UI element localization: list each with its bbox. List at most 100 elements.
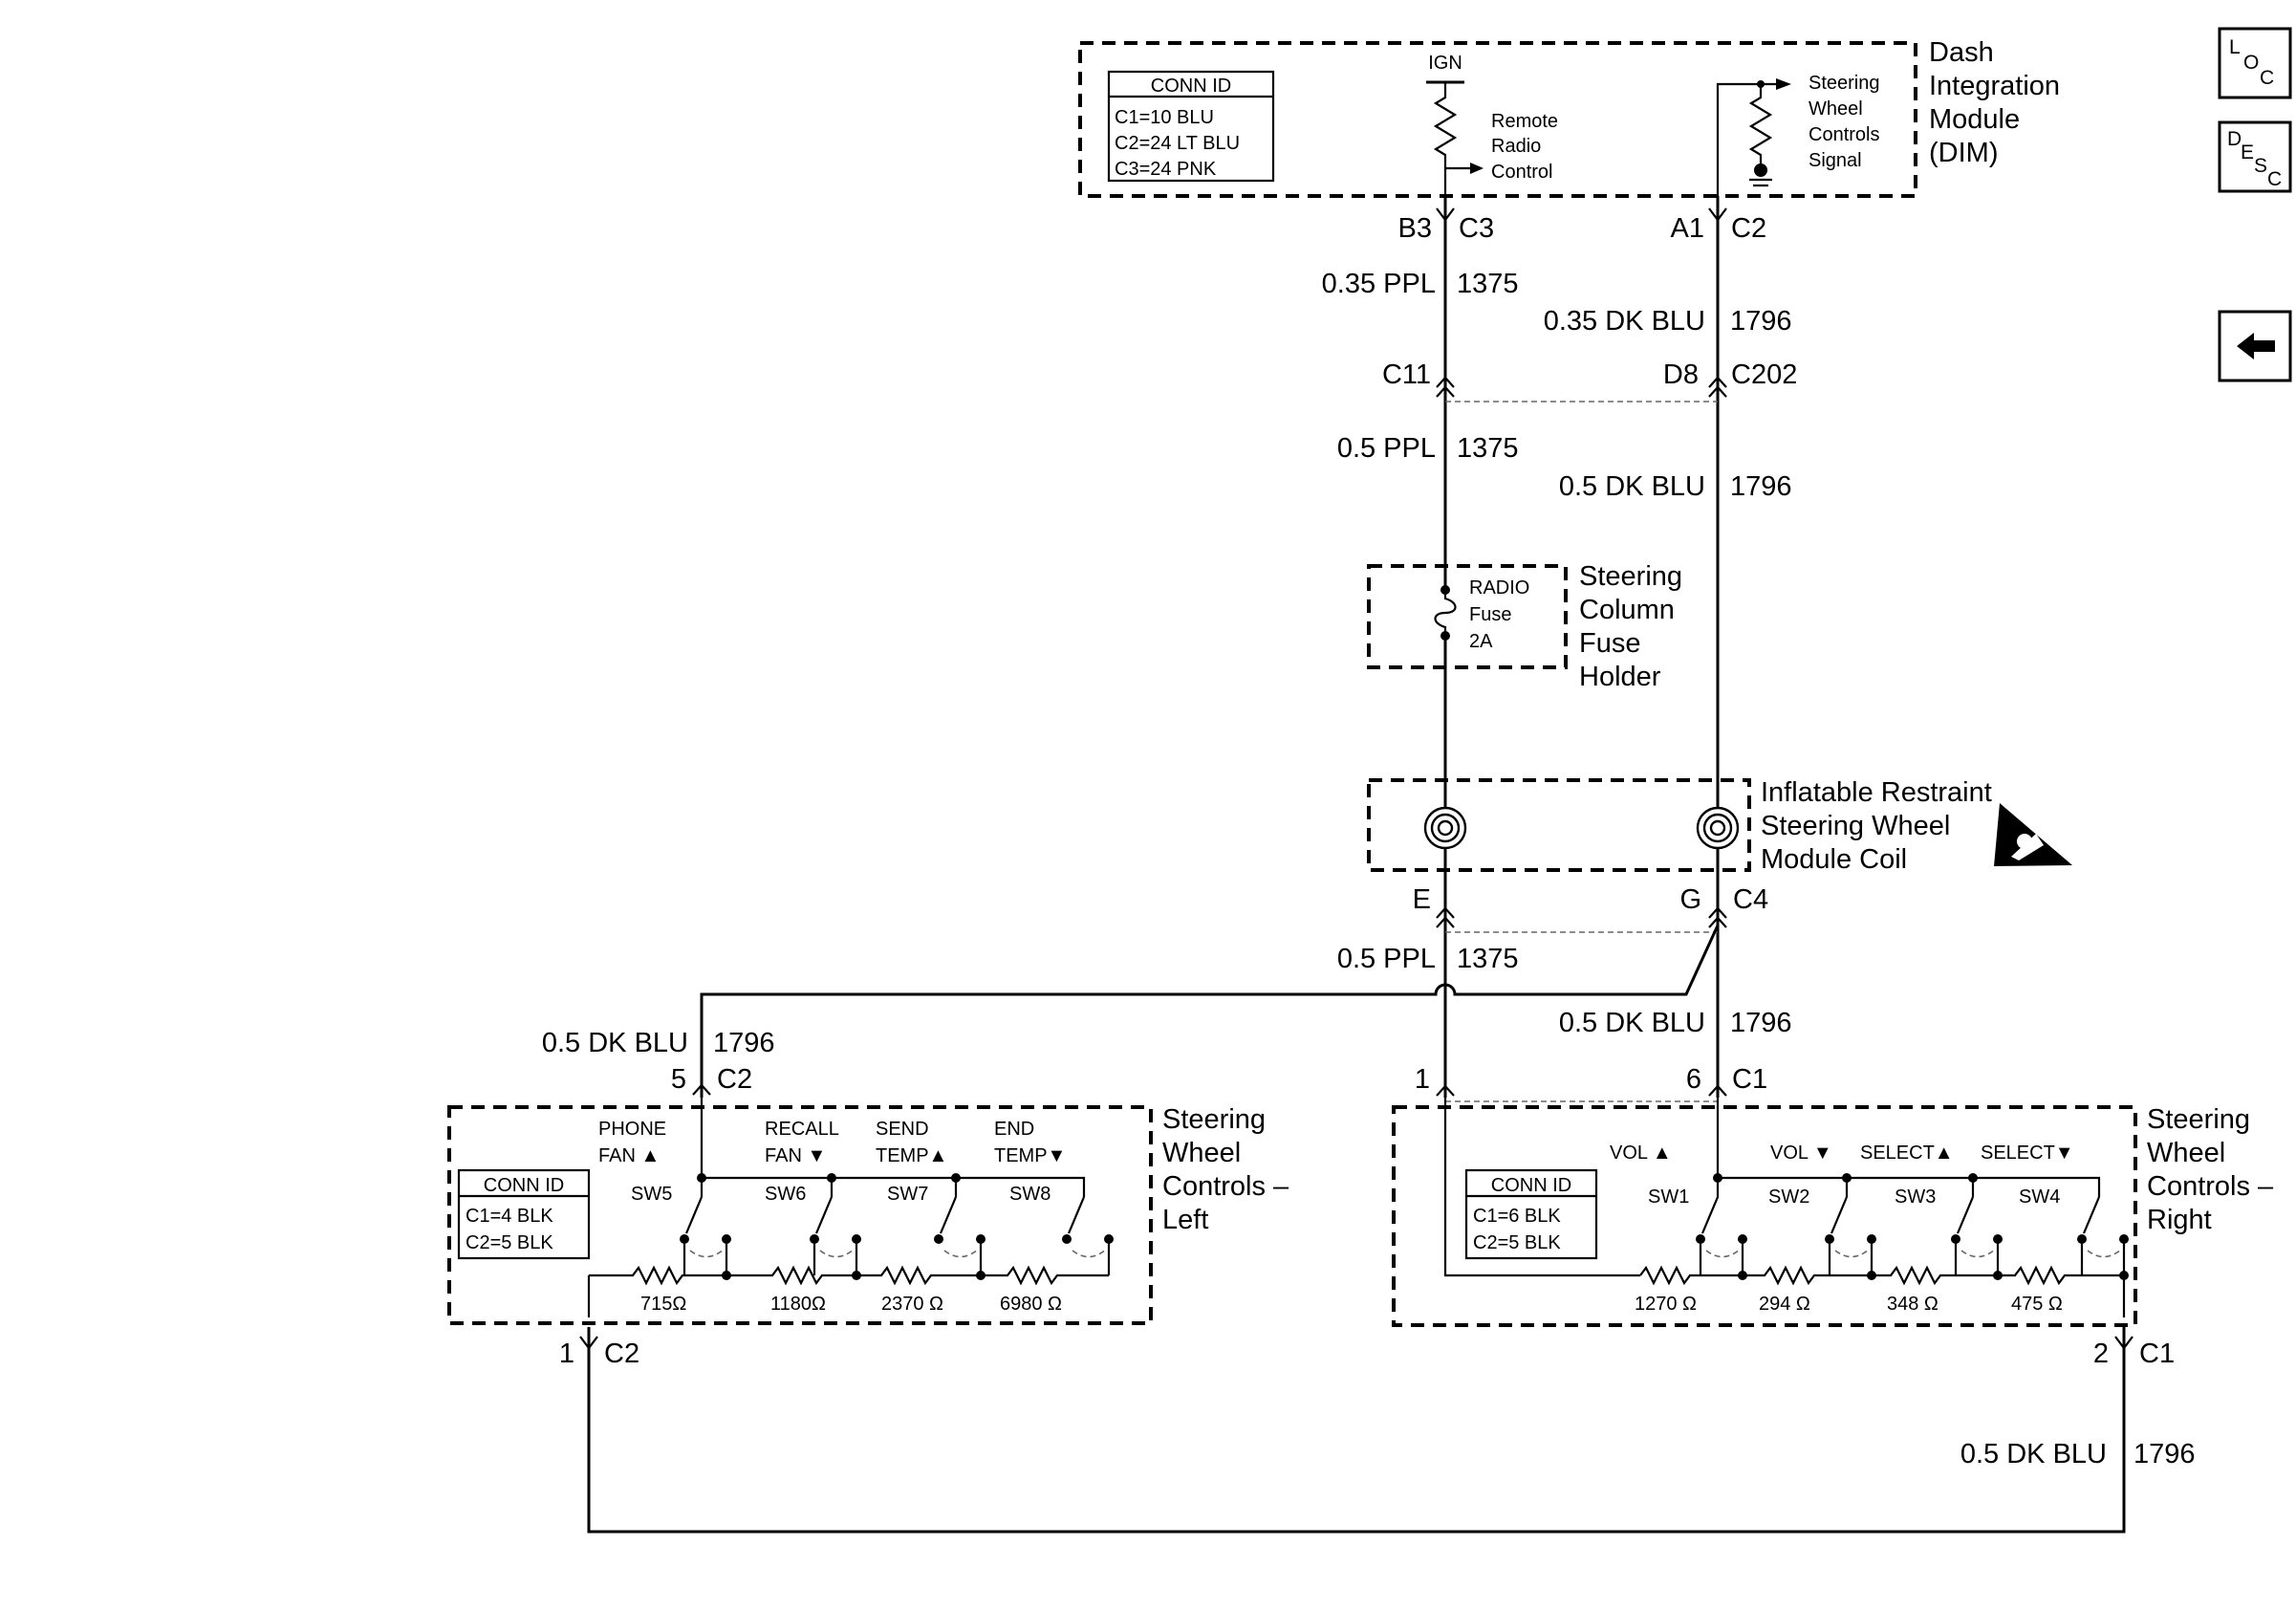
fuse-holder-title-line4: Holder (1579, 662, 1661, 692)
right-controls-title-line3: Controls – (2147, 1171, 2274, 1202)
resistor-chain-right (1639, 1265, 2129, 1317)
switch-sw4 (2077, 1196, 2129, 1258)
clockspring-icon-right (1696, 806, 1740, 850)
switch-sw5 (680, 1196, 731, 1258)
desc-button[interactable]: D E S C (2218, 120, 2292, 193)
pin-c2-left: C2 (717, 1064, 752, 1095)
desc-letter-e: E (2241, 142, 2254, 163)
right-conn-id-table: CONN ID C1=6 BLK C2=5 BLK (1464, 1168, 1598, 1260)
fn-label: VOL ▲ (1610, 1143, 1672, 1164)
right-controls-title-line2: Wheel (2147, 1138, 2225, 1168)
pin-b3: B3 (1398, 213, 1432, 244)
switch-label: SW1 (1648, 1186, 1689, 1208)
c4-connector (1436, 906, 1727, 933)
resistor-label: 715Ω (640, 1294, 686, 1315)
fn-label: FAN ▲ (598, 1145, 660, 1166)
switch-label: SW4 (2019, 1186, 2060, 1208)
loc-button[interactable]: L O C (2218, 27, 2292, 99)
restraint-coil: Inflatable Restraint Steering Wheel Modu… (1367, 777, 2072, 875)
switch-sw2 (1825, 1196, 1876, 1258)
pin-e: E (1413, 884, 1431, 915)
dim-connector-symbols (1436, 207, 1727, 222)
fn-label: TEMP▼ (994, 1145, 1066, 1166)
switch-sw3 (1951, 1196, 2003, 1258)
wire-label-gauge: 0.5 DK BLU (1960, 1439, 2107, 1469)
c202-connector (1436, 376, 1727, 403)
resistor-label: 1270 Ω (1635, 1294, 1697, 1315)
left-conn-id-c2: C2=5 BLK (466, 1232, 553, 1253)
fuse-holder: RADIO Fuse 2A Steering Column Fuse Holde… (1367, 561, 1682, 692)
fuse-holder-title-line3: Fuse (1579, 628, 1640, 659)
remote-label-line1: Remote (1491, 111, 1558, 132)
right-c1-connector (1436, 1084, 1727, 1102)
loc-letter-o: O (2243, 52, 2259, 74)
remote-label-line3: Control (1491, 162, 1552, 183)
resistor-label: 6980 Ω (1000, 1294, 1062, 1315)
loc-letter-c: C (2260, 67, 2274, 89)
pin-5: 5 (671, 1064, 686, 1095)
wire-label-gauge: 0.5 DK BLU (1559, 1008, 1705, 1038)
fn-label: FAN ▼ (765, 1145, 826, 1166)
switch-label: SW2 (1768, 1186, 1809, 1208)
wire-label-gauge: 0.5 PPL (1337, 944, 1436, 974)
pin-2-bottom: 2 (2093, 1339, 2109, 1369)
pin-1: 1 (1415, 1064, 1430, 1095)
wire-label-circuit: 1796 (1730, 471, 1792, 502)
fn-label: VOL ▼ (1770, 1143, 1832, 1164)
left-controls-title-line3: Controls – (1162, 1171, 1289, 1202)
left-c2-connector (692, 1083, 711, 1096)
right-conn-id-c2: C2=5 BLK (1473, 1232, 1561, 1253)
dim-conn-id-header: CONN ID (1151, 76, 1231, 97)
signal-label-line3: Controls (1809, 124, 1879, 145)
remote-label-line2: Radio (1491, 136, 1541, 157)
desc-letter-c: C (2267, 168, 2282, 190)
fn-label: SELECT▼ (1981, 1143, 2074, 1164)
pullup-resistor (1433, 82, 1458, 196)
right-conn-id-header: CONN ID (1491, 1175, 1571, 1196)
fn-label: RECALL (765, 1119, 839, 1140)
coil-title-line3: Module Coil (1761, 844, 1907, 875)
wire-label-circuit: 1375 (1457, 944, 1519, 974)
pin-6: 6 (1686, 1064, 1701, 1095)
wire-1796-branch-left (700, 925, 1720, 1098)
left-conn-id-table: CONN ID C1=4 BLK C2=5 BLK (457, 1168, 591, 1260)
left-conn-id-header: CONN ID (484, 1175, 564, 1196)
airbag-warning-icon (1994, 803, 2072, 866)
back-arrow-icon (2237, 333, 2275, 359)
left-controls-title-line4: Left (1162, 1205, 1208, 1235)
pin-c11: C11 (1382, 359, 1431, 390)
right-controls-title-line4: Right (2147, 1205, 2212, 1235)
wire-label-gauge: 0.35 PPL (1322, 269, 1436, 299)
dim-conn-id-c1: C1=10 BLU (1115, 107, 1214, 128)
pin-c1-bottom: C1 (2139, 1339, 2175, 1369)
resistor-chain-left (587, 1265, 1109, 1317)
left-steering-controls: Steering Wheel Controls – Left CONN ID C… (447, 1098, 1289, 1325)
back-button[interactable] (2218, 310, 2292, 382)
wire-label-gauge: 0.5 DK BLU (542, 1028, 688, 1058)
coil-title-line1: Inflatable Restraint (1761, 777, 1992, 808)
resistor-label: 348 Ω (1887, 1294, 1939, 1315)
desc-letter-s: S (2254, 155, 2267, 177)
switch-sw8 (1062, 1196, 1114, 1258)
right-conn-id-c1: C1=6 BLK (1473, 1206, 1561, 1227)
signal-label-line2: Wheel (1809, 98, 1863, 120)
dim-title-line3: Module (1929, 104, 2020, 135)
wire-label-circuit: 1375 (1457, 269, 1519, 299)
switch-sw7 (934, 1196, 986, 1258)
fn-label: PHONE (598, 1119, 666, 1140)
dim-conn-id-table: CONN ID C1=10 BLU C2=24 LT BLU C3=24 PNK (1107, 70, 1275, 183)
pin-c202: C202 (1731, 359, 1797, 390)
fn-label: TEMP▲ (876, 1145, 947, 1166)
resistor-label: 475 Ω (2011, 1294, 2063, 1315)
pulldown-resistor (1748, 84, 1773, 164)
left-conn-id-c1: C1=4 BLK (466, 1206, 553, 1227)
switch-label: SW8 (1009, 1184, 1051, 1205)
signal-label-line1: Steering (1809, 73, 1880, 94)
wire-label-circuit: 1796 (1730, 1008, 1792, 1038)
wire-label-gauge: 0.35 DK BLU (1544, 306, 1705, 337)
wire-label-circuit: 1796 (713, 1028, 775, 1058)
dim-title-line1: Dash (1929, 37, 1994, 68)
switch-label: SW6 (765, 1184, 806, 1205)
wire-label-circuit: 1796 (1730, 306, 1792, 337)
fn-label: SELECT▲ (1860, 1143, 1954, 1164)
